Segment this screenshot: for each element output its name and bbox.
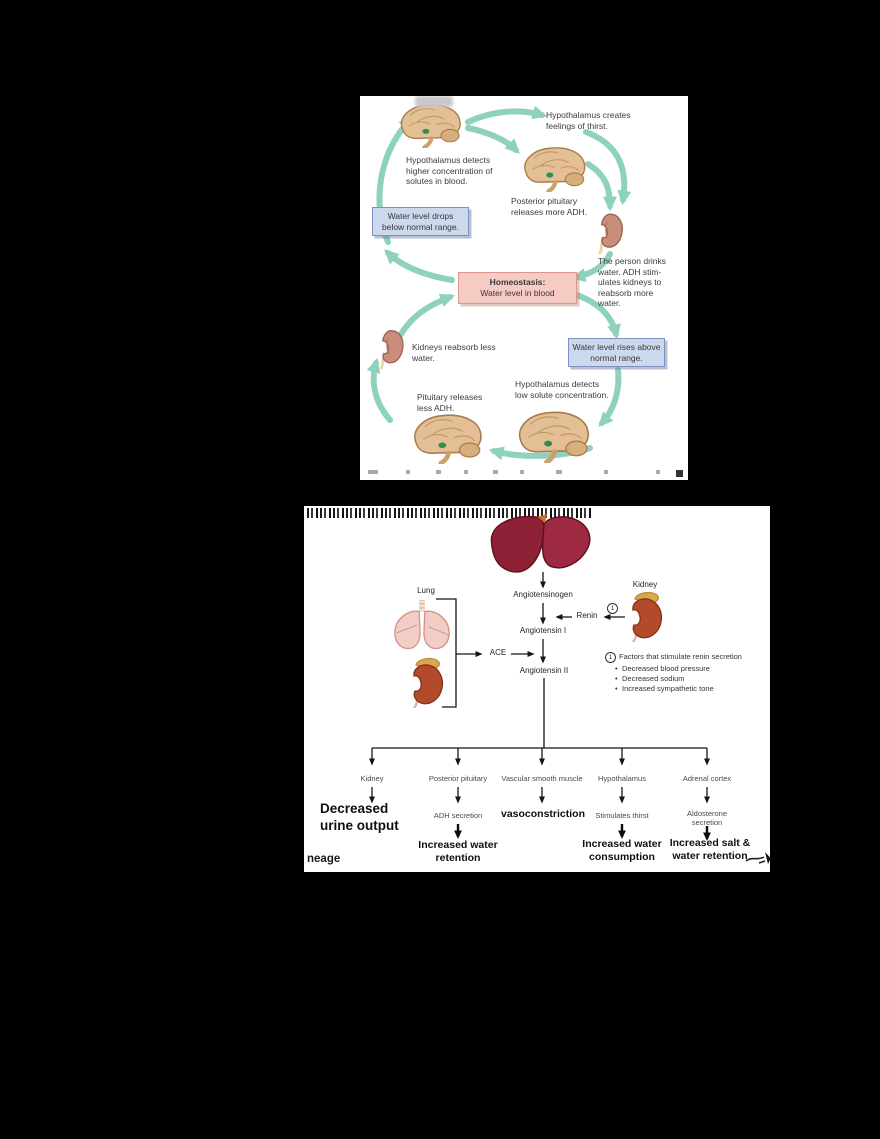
water-rises-box: Water level rises above normal range. bbox=[568, 338, 665, 367]
clipped-caption-mark bbox=[493, 470, 498, 474]
branch-organ-kidney: Kidney bbox=[360, 774, 384, 783]
posterior-pituitary-label: Posterior pituitary releases more ADH. bbox=[511, 196, 588, 217]
factor-bullet: Decreased sodium bbox=[615, 674, 765, 684]
arrow-brain-to-thirst bbox=[465, 105, 548, 125]
effect-stimulates-thirst: Stimulates thirst bbox=[595, 811, 649, 820]
homeostasis-subtitle: Water level in blood bbox=[480, 288, 555, 298]
brain-icon bbox=[525, 148, 585, 191]
clipped-caption-mark bbox=[464, 470, 468, 474]
detects-low-label: Hypothalamus detects low solute concentr… bbox=[515, 379, 609, 400]
kidney-icon bbox=[598, 212, 624, 254]
arrow-kidney2-to-homeostasis bbox=[397, 293, 456, 339]
thirst-label: Hypothalamus creates feelings of thirst. bbox=[546, 110, 631, 131]
arrow-homeostasis-to-dropbox bbox=[384, 249, 455, 283]
cycle-arrows bbox=[366, 105, 632, 461]
renin-marker-circle: 1 bbox=[607, 603, 618, 614]
arrow-brain-to-pituitary bbox=[465, 125, 520, 154]
flow-lines bbox=[369, 572, 710, 804]
arrow-brain-to-kidney2 bbox=[366, 357, 393, 423]
homeostasis-title: Homeostasis: bbox=[489, 277, 546, 288]
raas-flow-graphics bbox=[369, 513, 770, 864]
branch-organ-hypothalamus: Hypothalamus bbox=[598, 774, 646, 783]
kidney-icon bbox=[379, 329, 405, 369]
arrow-thirst-to-kidney bbox=[583, 129, 632, 206]
renin-label: Renin bbox=[576, 611, 598, 620]
pen-cursor-icon bbox=[765, 852, 770, 864]
branch-organ-pituitary: Posterior pituitary bbox=[428, 774, 488, 783]
clipped-caption-mark bbox=[368, 470, 378, 474]
result-water-consumption: Increased water consumption bbox=[582, 838, 662, 864]
clipped-caption-mark bbox=[406, 470, 410, 474]
detects-high-label: Hypothalamus detects higher concentratio… bbox=[406, 155, 493, 187]
result-salt-water-retention: Increased salt & water retention bbox=[669, 837, 751, 863]
clipped-caption-mark bbox=[556, 470, 562, 474]
factors-bullet-list: Decreased blood pressure Decreased sodiu… bbox=[615, 664, 765, 693]
clipped-caption-mark bbox=[676, 470, 683, 477]
ace-label: ACE bbox=[489, 648, 507, 657]
reabsorb-less-label: Kidneys reabsorb less water. bbox=[412, 342, 496, 363]
angiotensin2-label: Angiotensin II bbox=[519, 666, 569, 675]
kidney-top-label: Kidney bbox=[632, 580, 658, 589]
arrow-kidney-to-homeostasis bbox=[570, 251, 613, 283]
water-rises-text: Water level rises above normal range. bbox=[572, 341, 661, 363]
water-drops-box: Water level drops below normal range. bbox=[372, 207, 469, 236]
clipped-caption-mark bbox=[604, 470, 608, 474]
watermark-text: neage bbox=[307, 853, 341, 865]
water-drops-text: Water level drops below normal range. bbox=[381, 210, 459, 232]
homeostasis-figure: Hypothalamus creates feelings of thirst.… bbox=[360, 96, 688, 480]
result-arrows bbox=[453, 824, 712, 841]
factors-title: Factors that stimulate renin secretion bbox=[619, 652, 742, 661]
branch-organ-vascular: Vascular smooth muscle bbox=[501, 774, 583, 783]
lungs-icon bbox=[395, 600, 449, 649]
brain-icon bbox=[415, 415, 481, 463]
factor-bullet: Increased sympathetic tone bbox=[615, 684, 765, 694]
raas-figure: Lung Kidney Angiotensinogen Renin 1 Angi… bbox=[304, 506, 770, 872]
clipped-caption-mark bbox=[436, 470, 441, 474]
angiotensin1-label: Angiotensin I bbox=[519, 626, 567, 635]
brain-icon bbox=[401, 105, 460, 148]
angiotensinogen-label: Angiotensinogen bbox=[513, 590, 573, 599]
kidney-icon bbox=[412, 657, 444, 708]
branch-organ-adrenal: Adrenal cortex bbox=[682, 774, 732, 783]
effect-vasoconstriction: vasoconstriction bbox=[500, 808, 586, 820]
clipped-caption-text bbox=[307, 508, 593, 518]
kidney-adrenal-icon bbox=[631, 591, 663, 642]
clipped-caption-mark bbox=[520, 470, 524, 474]
lung-kidney-bracket bbox=[436, 598, 457, 708]
cursor-scribble bbox=[745, 856, 766, 864]
releases-less-label: Pituitary releases less ADH. bbox=[417, 392, 483, 413]
liver-icon bbox=[490, 513, 591, 573]
arrow-pituitary-to-kidney bbox=[585, 161, 618, 212]
clipped-caption-mark bbox=[656, 470, 660, 474]
homeostasis-cycle-graphics bbox=[366, 96, 632, 480]
factor-bullet: Decreased blood pressure bbox=[615, 664, 765, 674]
effect-decreased-urine: Decreased urine output bbox=[320, 801, 399, 834]
arrow-risebox-to-brain bbox=[598, 367, 622, 428]
effect-adh-secretion: ADH secretion bbox=[433, 811, 483, 820]
effect-aldosterone-secretion: Aldosterone secretion bbox=[686, 809, 728, 828]
lung-label: Lung bbox=[417, 586, 435, 595]
result-water-retention: Increased water retention bbox=[418, 839, 498, 865]
homeostasis-box: Homeostasis: Water level in blood bbox=[458, 272, 577, 304]
person-drinks-label: The person drinks water. ADH stim-ulates… bbox=[598, 256, 667, 309]
clipped-image-fragment bbox=[415, 96, 453, 107]
factors-marker-circle: 1 bbox=[605, 652, 616, 663]
arrow-homeostasis-to-risebox bbox=[571, 291, 621, 340]
